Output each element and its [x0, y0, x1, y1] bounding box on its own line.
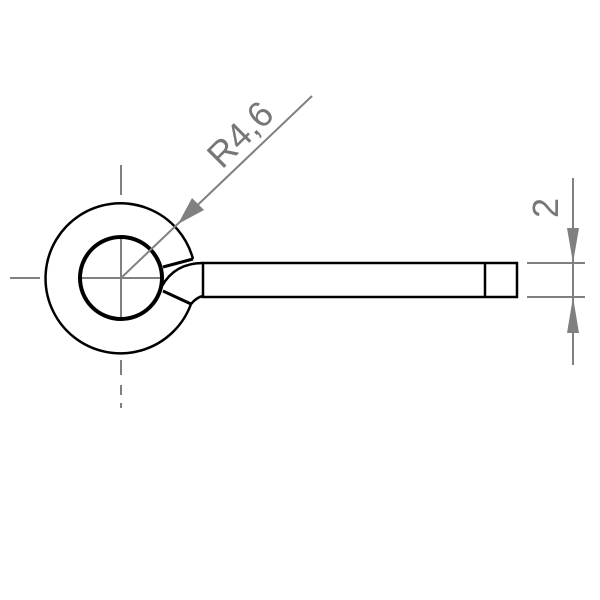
radius-label: R4,6	[199, 93, 282, 176]
thickness-dimension: 2	[525, 178, 585, 365]
thickness-label: 2	[525, 198, 566, 218]
radius-arrow	[178, 198, 204, 224]
radius-dimension: R4,6	[120, 93, 313, 279]
arrow-up	[567, 297, 579, 333]
arrow-down	[567, 228, 579, 263]
shank	[201, 261, 519, 299]
part-outline	[44, 202, 519, 355]
center-lines	[10, 165, 162, 408]
inner-hole	[78, 235, 164, 321]
outer-ring	[44, 202, 195, 355]
